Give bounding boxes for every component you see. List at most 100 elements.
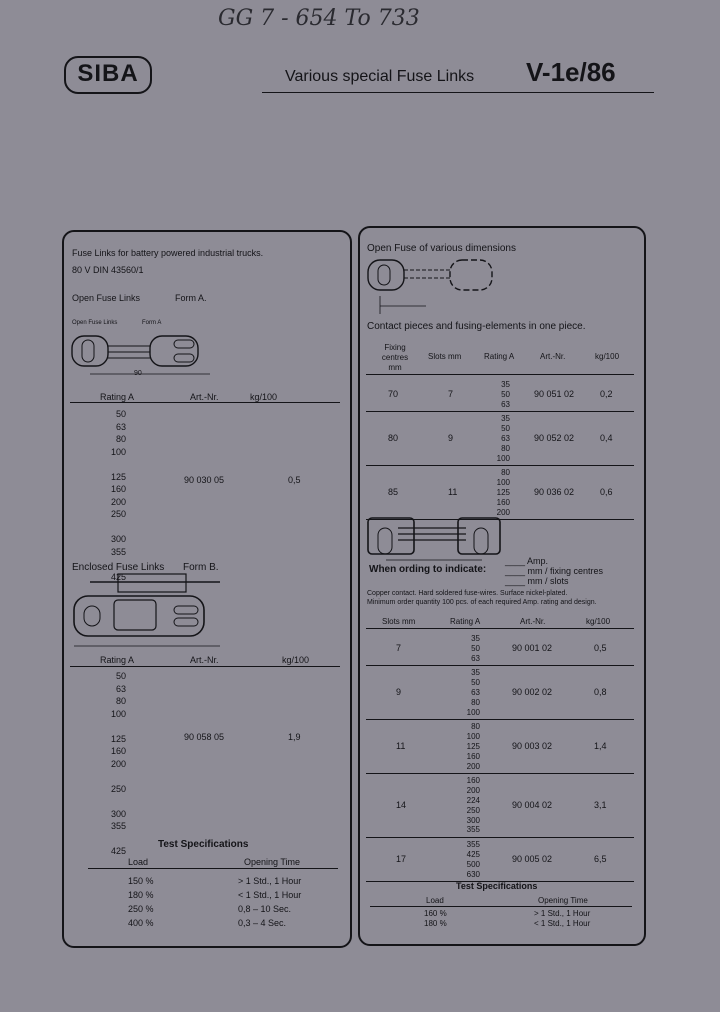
rating-value: 355 bbox=[110, 546, 126, 557]
form-b-form: Form B. bbox=[183, 562, 219, 573]
rating-value: 80 bbox=[115, 434, 126, 444]
rating-value: 355 bbox=[110, 821, 126, 831]
rating-value: 63 bbox=[501, 399, 510, 409]
test-time: < 1 Std., 1 Hour bbox=[534, 919, 591, 928]
left-test-col-time: Opening Time bbox=[244, 857, 301, 867]
rating-value: 100 bbox=[496, 453, 510, 463]
form-a-label: Open Fuse Links bbox=[72, 293, 141, 303]
slot-size: 9 bbox=[448, 433, 454, 444]
rating-value bbox=[96, 521, 126, 534]
t2-header-kg: kg/100 bbox=[586, 617, 611, 626]
t2-header-rating: Rating A bbox=[450, 617, 481, 626]
table-b-header-art: Art.-Nr. bbox=[190, 655, 219, 665]
t1-header-rule bbox=[366, 374, 634, 375]
right-test-col-load: Load bbox=[426, 896, 444, 905]
rating-value: 250 bbox=[466, 805, 480, 815]
slot-size: 7 bbox=[448, 389, 454, 400]
table-a-art-nr: 90 030 05 bbox=[184, 475, 225, 485]
right-test-col-time: Opening Time bbox=[538, 896, 588, 905]
right-test-title: Test Specifications bbox=[456, 881, 538, 891]
rating-value: 100 bbox=[110, 708, 126, 719]
rating-value: 80 bbox=[501, 443, 510, 453]
art-nr: 90 004 02 bbox=[512, 800, 553, 811]
test-row: 400 %0,3 – 4 Sec. bbox=[110, 916, 340, 930]
rating-value: 50 bbox=[501, 424, 510, 434]
rating-value: 425 bbox=[466, 849, 480, 859]
rating-value: 35 bbox=[471, 634, 480, 643]
table-b-header-rating: Rating A bbox=[100, 655, 135, 665]
test-row: 160 %> 1 Std., 1 Hour bbox=[400, 909, 630, 919]
table-a-rule bbox=[70, 402, 340, 403]
rating-value: 160 bbox=[110, 746, 126, 756]
test-time: 0,3 – 4 Sec. bbox=[238, 918, 287, 928]
rating-value bbox=[96, 720, 126, 733]
rating-value: 63 bbox=[471, 687, 480, 697]
rating-value: 250 bbox=[110, 783, 126, 794]
rating-value: 300 bbox=[110, 808, 126, 819]
test-row: 250 %0,8 – 10 Sec. bbox=[110, 902, 340, 916]
test-load: 250 % bbox=[128, 904, 154, 914]
rating-value: 100 bbox=[496, 478, 510, 488]
slot-size: 17 bbox=[396, 854, 407, 865]
art-nr: 90 005 02 bbox=[512, 854, 553, 865]
diagram-a-label: Open Fuse Links bbox=[72, 320, 118, 326]
rating-value: 300 bbox=[466, 815, 480, 825]
rating-value: 80 bbox=[471, 697, 480, 707]
rating-value bbox=[96, 795, 126, 808]
art-nr: 90 052 02 bbox=[534, 433, 575, 444]
rating-value bbox=[96, 833, 126, 846]
rating-value: 160 bbox=[110, 484, 126, 494]
rating-value: 500 bbox=[466, 859, 480, 869]
open-fuse-various-drawing bbox=[367, 259, 493, 314]
rating-value: 160 bbox=[466, 751, 480, 761]
left-test-rule bbox=[88, 868, 338, 869]
rating-value: 80 bbox=[471, 722, 480, 732]
left-heading-1: Fuse Links for battery powered industria… bbox=[72, 248, 264, 258]
note-2: Minimum order quantity 100 pcs. of each … bbox=[367, 599, 597, 606]
order-lines: ____ Amp.____ mm / fixing centres____ mm… bbox=[505, 556, 603, 586]
rating-value: 63 bbox=[115, 421, 126, 432]
t1-header-kg: kg/100 bbox=[595, 352, 620, 361]
slot-size: 7 bbox=[396, 643, 402, 654]
page-title: Various special Fuse Links bbox=[285, 68, 475, 85]
table-a-header-kg: kg/100 bbox=[250, 392, 278, 402]
rating-value: 200 bbox=[466, 761, 480, 771]
note-1: Copper contact. Hard soldered fuse-wires… bbox=[367, 590, 568, 597]
kg-value: 1,4 bbox=[594, 741, 607, 752]
rating-value: 50 bbox=[115, 671, 126, 681]
form-a-form: Form A. bbox=[175, 293, 207, 303]
table-b-art-nr: 90 058 05 bbox=[184, 732, 225, 742]
table-b-kg: 1,9 bbox=[288, 732, 301, 742]
slot-size: 14 bbox=[396, 800, 407, 811]
t1-header-slots: Slots mm bbox=[428, 352, 462, 361]
rating-value: 50 bbox=[115, 409, 126, 419]
test-row: 180 %< 1 Std., 1 Hour bbox=[400, 919, 630, 929]
art-nr: 90 001 02 bbox=[512, 643, 553, 654]
test-load: 160 % bbox=[424, 909, 447, 918]
document-code: V-1e/86 bbox=[526, 57, 616, 87]
test-load: 150 % bbox=[128, 876, 154, 886]
rating-value: 35 bbox=[501, 414, 510, 424]
order-line: ____ mm / fixing centres bbox=[505, 566, 604, 576]
t1-header-centres: Fixing centres mm bbox=[381, 343, 409, 372]
t2-header-rule bbox=[366, 628, 634, 629]
rating-value: 100 bbox=[466, 732, 480, 742]
t2-header-art: Art.-Nr. bbox=[520, 617, 546, 626]
table-a-header-art: Art.-Nr. bbox=[190, 392, 219, 402]
title-rule bbox=[262, 92, 654, 93]
rating-value: 425 bbox=[110, 846, 126, 856]
rating-value: 63 bbox=[501, 433, 510, 443]
right-heading: Open Fuse of various dimensions bbox=[367, 243, 516, 254]
test-time: > 1 Std., 1 Hour bbox=[238, 876, 302, 886]
open-fuse-drawing bbox=[71, 335, 210, 375]
